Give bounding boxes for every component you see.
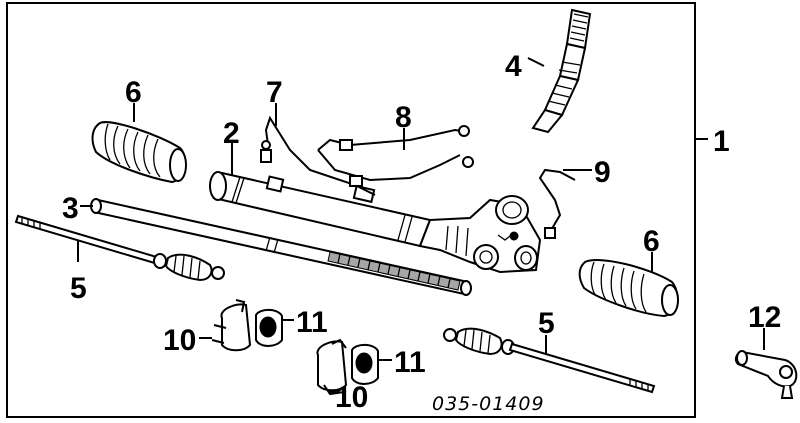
part-3-rack xyxy=(80,198,472,296)
part-6-boot-right xyxy=(578,252,679,318)
part-12-tie-rod-end xyxy=(734,328,798,399)
callout-10-lower: 10 xyxy=(335,381,368,414)
part-5-tie-rod-left xyxy=(14,214,225,282)
part-code: 035-01409 xyxy=(432,393,545,415)
callout-10-upper: 10 xyxy=(163,324,196,357)
part-4-pinion-boot xyxy=(527,8,592,134)
callout-11-upper: 11 xyxy=(296,306,328,339)
callout-3: 3 xyxy=(62,192,79,225)
part-2-rack-housing xyxy=(209,142,432,248)
callout-5-left: 5 xyxy=(70,272,87,305)
assembly-frame xyxy=(6,2,696,418)
callout-9: 9 xyxy=(594,156,611,189)
callout-7: 7 xyxy=(266,76,283,109)
part-10-11-upper-clamp xyxy=(199,299,294,352)
callout-6-left: 6 xyxy=(125,76,142,109)
callout-12: 12 xyxy=(748,301,781,334)
callout-8: 8 xyxy=(395,101,412,134)
part-6-boot-left xyxy=(91,103,187,184)
valve-body xyxy=(418,195,542,274)
part-5-tie-rod-right xyxy=(443,327,656,394)
part-9-line xyxy=(538,168,592,239)
part-8-line xyxy=(317,125,474,187)
callout-6-right: 6 xyxy=(643,225,660,258)
callout-11-lower: 11 xyxy=(394,346,426,379)
part-10-11-lower-clamp xyxy=(316,338,392,396)
callout-2: 2 xyxy=(223,117,240,150)
callout-1: 1 xyxy=(713,125,730,158)
callout-4: 4 xyxy=(505,50,522,83)
callout-5-right: 5 xyxy=(538,307,555,340)
